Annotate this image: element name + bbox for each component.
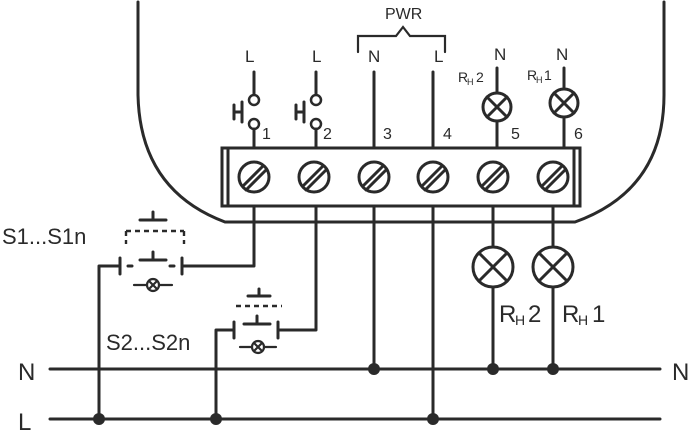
switch-group-1-label: S1...S1n	[2, 224, 86, 249]
terminal-screw-2	[297, 160, 331, 194]
external-lamp-rh2-sub: H	[515, 312, 525, 328]
terminal-2-top-label: L	[312, 47, 321, 66]
terminal-screw-1	[237, 160, 271, 194]
device-housing	[136, 0, 666, 224]
internal-lamp-rh1	[548, 66, 580, 150]
terminal-screw-6	[536, 160, 570, 194]
bus-l-left-label: L	[18, 409, 31, 436]
terminal-screw-4	[416, 160, 450, 194]
terminal-number-2: 2	[323, 126, 332, 143]
internal-lamp-rh2-sub: H	[467, 77, 474, 87]
external-lamp-rh2	[471, 245, 515, 289]
switch-group-2	[214, 287, 282, 421]
internal-lamp-rh2-main: R	[458, 69, 468, 85]
external-lamp-rh1-num: 1	[592, 301, 605, 328]
terminal-number-4: 4	[443, 126, 452, 143]
terminal-number-1: 1	[262, 126, 271, 143]
pushbutton-terminal-2	[294, 70, 323, 150]
switch-group-2-label: S2...S2n	[106, 330, 190, 355]
external-lamp-rh1-sub: H	[578, 312, 588, 328]
terminal-screw-3	[357, 160, 391, 194]
junction-dots	[93, 363, 559, 425]
terminal-number-5: 5	[511, 126, 520, 143]
internal-lamp-rh2-num: 2	[476, 69, 484, 85]
external-lamp-rh2-main: R	[499, 301, 516, 328]
external-lamp-rh1-main: R	[562, 301, 579, 328]
terminal-3-top-label: N	[368, 47, 380, 66]
terminal-block	[220, 146, 582, 208]
terminal-6-top-label: N	[556, 45, 568, 64]
internal-lamp-rh1-main: R	[527, 67, 537, 83]
terminal-1-top-label: L	[245, 47, 254, 66]
internal-lamp-rh2	[481, 66, 513, 150]
bus-n-left-label: N	[18, 359, 35, 386]
internal-lamp-rh1-sub: H	[536, 75, 543, 85]
terminal-screw-5	[476, 160, 510, 194]
external-lamp-rh2-num: 2	[528, 301, 541, 328]
terminal-5-top-label: N	[494, 45, 506, 64]
bus-n-right-label: N	[672, 359, 689, 386]
internal-lamp-rh1-num: 1	[544, 67, 552, 83]
external-lamp-rh1	[531, 245, 575, 289]
terminal-number-3: 3	[383, 126, 392, 143]
terminal-number-6: 6	[574, 126, 583, 143]
pushbutton-terminal-1	[232, 70, 261, 150]
switch-group-1	[97, 210, 186, 421]
pwr-bracket	[356, 25, 447, 54]
pwr-label: PWR	[385, 6, 422, 23]
terminal-4-top-label: L	[434, 47, 443, 66]
